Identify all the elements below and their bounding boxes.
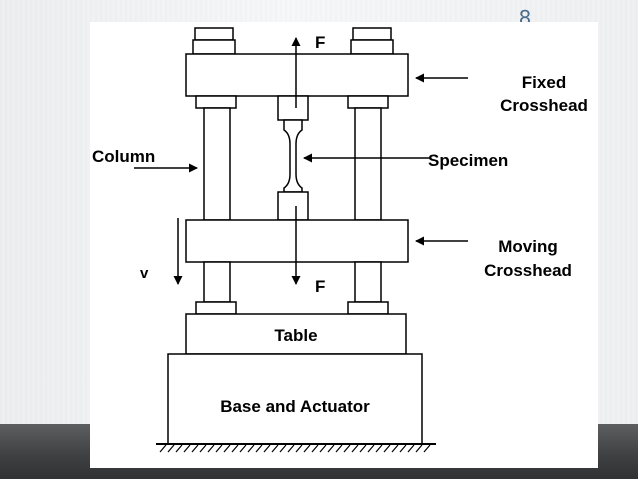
lower-grip xyxy=(277,191,309,221)
table-label: Table xyxy=(274,326,317,345)
diagram-canvas: F F v Fixed Crosshead Column Specimen Mo… xyxy=(92,27,588,453)
force-top-label: F xyxy=(315,33,325,52)
fixed-crosshead xyxy=(185,53,409,97)
velocity-label: v xyxy=(140,265,149,282)
table-block xyxy=(185,313,407,355)
testing-machine-diagram: F F v Fixed Crosshead Column Specimen Mo… xyxy=(90,22,598,468)
right-lower-column xyxy=(354,261,382,303)
top-left-cap-base xyxy=(192,39,236,55)
base-block xyxy=(167,353,423,445)
ground-hatching xyxy=(156,443,436,453)
column-label: Column xyxy=(92,147,155,166)
moving-crosshead xyxy=(185,219,409,263)
fixed-crosshead-label-line1: Fixed xyxy=(522,73,566,92)
right-lower-collar xyxy=(347,301,389,315)
left-upper-collar xyxy=(195,95,237,109)
right-upper-collar xyxy=(347,95,389,109)
top-left-cap xyxy=(194,27,234,41)
base-label: Base and Actuator xyxy=(220,397,370,416)
top-right-cap-base xyxy=(350,39,394,55)
specimen-label: Specimen xyxy=(428,151,508,170)
left-column xyxy=(203,107,231,221)
left-lower-collar xyxy=(195,301,237,315)
right-column xyxy=(354,107,382,221)
fixed-crosshead-label-line2: Crosshead xyxy=(500,96,588,115)
upper-grip xyxy=(277,95,309,121)
moving-crosshead-label-line1: Moving xyxy=(498,237,558,256)
top-right-cap xyxy=(352,27,392,41)
specimen xyxy=(283,119,303,193)
left-lower-column xyxy=(203,261,231,303)
force-bottom-label: F xyxy=(315,277,325,296)
moving-crosshead-label-line2: Crosshead xyxy=(484,261,572,280)
